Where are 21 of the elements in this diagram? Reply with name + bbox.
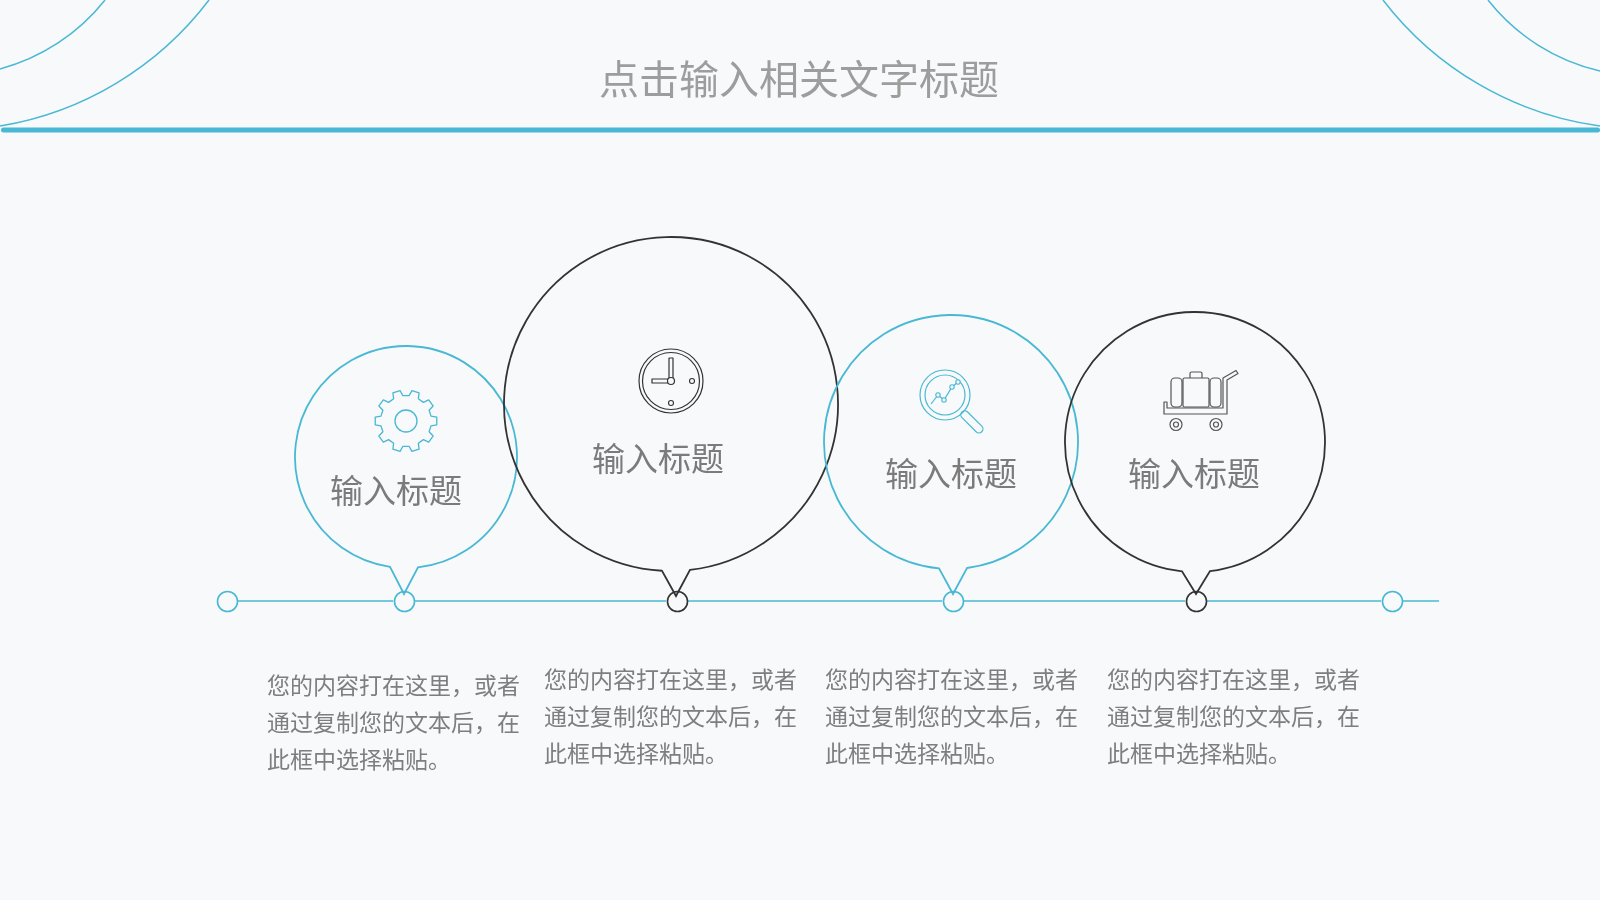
timeline-line — [687, 600, 943, 602]
body-text: 您的内容打在这里，或者通过复制您的文本后，在此框中选择粘贴。 — [1107, 666, 1361, 769]
bubble-title: 输入标题 — [1128, 455, 1260, 495]
timeline-line — [237, 600, 394, 602]
timeline-line — [1402, 600, 1440, 602]
timeline-line — [414, 600, 667, 602]
body-text: 您的内容打在这里，或者通过复制您的文本后，在此框中选择粘贴。 — [825, 666, 1079, 769]
timeline-dot — [215, 589, 239, 613]
timeline-line — [1206, 600, 1382, 602]
body-text: 您的内容打在这里，或者通过复制您的文本后，在此框中选择粘贴。 — [544, 666, 798, 769]
timeline-dot — [1184, 589, 1208, 613]
body-text: 您的内容打在这里，或者通过复制您的文本后，在此框中选择粘贴。 — [267, 672, 521, 775]
bubble-title: 输入标题 — [330, 472, 462, 512]
bubble-title: 输入标题 — [592, 440, 724, 480]
bubble-title: 输入标题 — [885, 455, 1017, 495]
timeline-dot — [665, 589, 689, 613]
timeline-dot — [392, 589, 416, 613]
slide-title: 点击输入相关文字标题 — [599, 56, 999, 104]
timeline-line — [963, 600, 1186, 602]
timeline-dot — [1380, 589, 1404, 613]
timeline-dot — [941, 589, 965, 613]
